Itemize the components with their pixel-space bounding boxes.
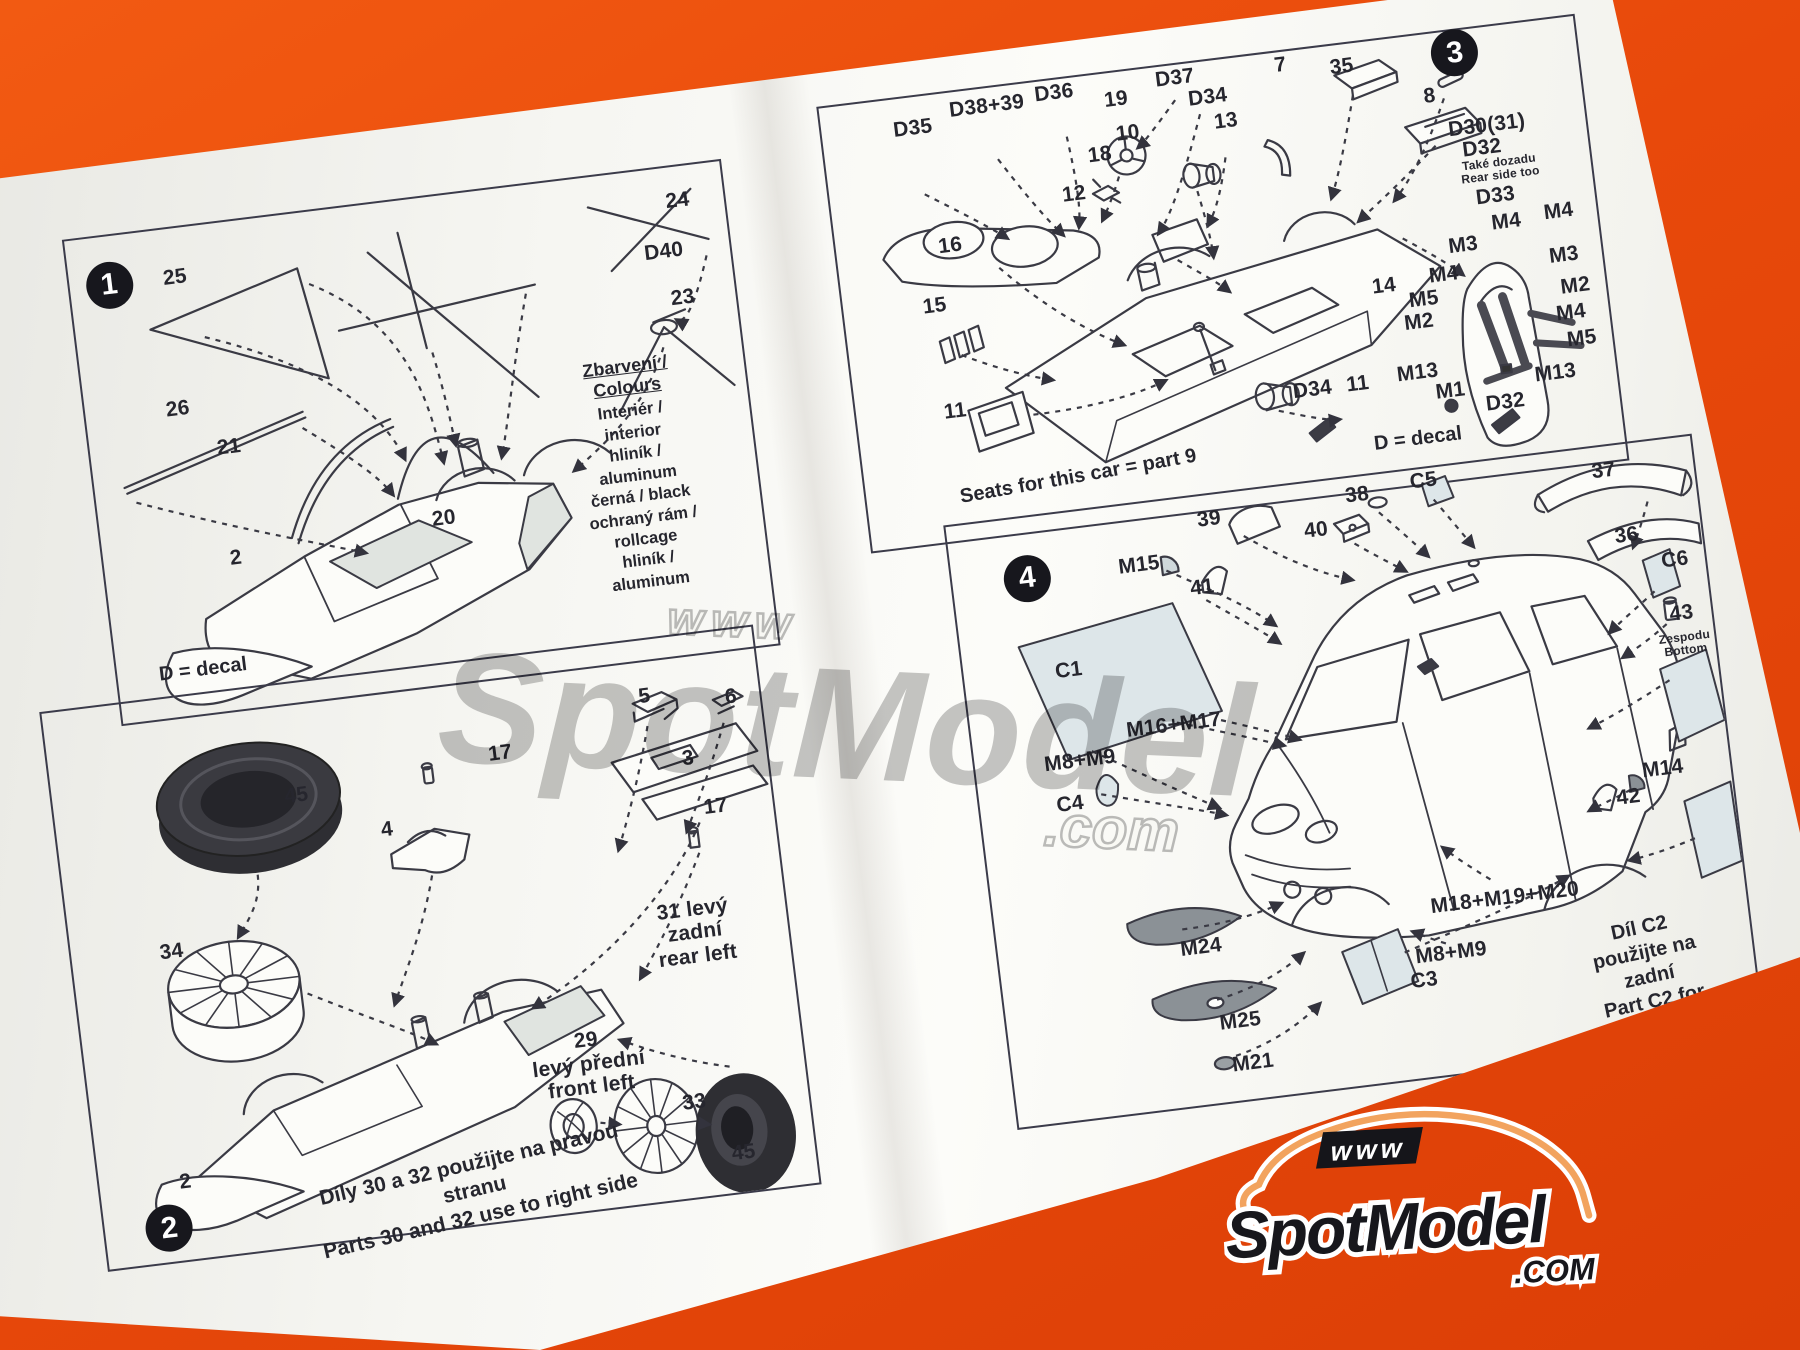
part-label: M14 xyxy=(1640,754,1685,783)
part-label: C4 xyxy=(1055,791,1086,818)
part-label: 8 xyxy=(1422,84,1437,109)
part-label: 16 xyxy=(936,232,964,258)
part-label: D34 xyxy=(1186,82,1229,111)
part-label: 7 xyxy=(1272,53,1288,78)
interior-diagram xyxy=(882,58,1585,464)
part-label: 20 xyxy=(430,504,457,531)
part-label: 17 xyxy=(702,792,729,819)
part-label: D32 xyxy=(1484,387,1527,416)
part-label: 29 levý přední front left xyxy=(531,1027,647,1104)
rollcage-diagram xyxy=(123,187,736,706)
part-label: M8+M9 xyxy=(1414,936,1489,969)
part-label: M2 xyxy=(1559,271,1592,299)
part-label: M1 xyxy=(1434,377,1467,404)
part-label: M8+M9 xyxy=(1042,744,1117,777)
part-label: 42 xyxy=(1615,783,1642,810)
step-number-badge: 4 xyxy=(1001,551,1054,605)
part-label: D36 xyxy=(1033,79,1075,107)
chassis-wheels-diagram xyxy=(155,690,796,1232)
part-label: M4 xyxy=(1427,261,1460,288)
part-label: 13 xyxy=(1212,108,1240,135)
part-label: 35 xyxy=(1328,53,1355,80)
part-label: D33 xyxy=(1474,182,1517,210)
part-label: 37 xyxy=(1590,457,1617,484)
part-label: 6 xyxy=(723,684,739,709)
part-label: 5 xyxy=(637,683,652,709)
part-label: 18 xyxy=(1086,141,1114,168)
part-label: 45 xyxy=(730,1139,757,1165)
spotmodel-logo-graphic: www SpotModel .COM xyxy=(1219,1106,1601,1294)
part-label: 3 xyxy=(680,746,696,771)
logo-com-text: .COM xyxy=(1513,1251,1597,1290)
part-label: 36 xyxy=(1613,521,1640,548)
part-label: M2 xyxy=(1402,309,1436,336)
part-label: M5 xyxy=(1407,285,1440,313)
part-label: 2 xyxy=(177,1168,193,1194)
logo-www-text: www xyxy=(1327,1132,1409,1167)
part-label: 31 levý zadní rear left xyxy=(655,893,739,972)
part-label: 39 xyxy=(1195,506,1223,532)
part-label: C1 xyxy=(1053,657,1084,684)
part-label: M4 xyxy=(1490,208,1523,235)
part-label: 11 xyxy=(942,397,968,424)
part-label: 11 xyxy=(1345,370,1371,397)
part-label: 2 xyxy=(228,545,244,571)
part-label: M21 xyxy=(1230,1048,1275,1077)
part-label: 25 xyxy=(161,263,188,290)
part-label: Zespodu Bottom xyxy=(1657,626,1711,660)
body-shell-diagram xyxy=(1017,462,1744,1071)
part-label: M13 xyxy=(1533,358,1578,387)
part-label: 33 xyxy=(681,1088,708,1115)
step-number-badge: 3 xyxy=(1428,26,1482,80)
part-label: 17 xyxy=(486,740,514,767)
part-label: M18+M19+M20 xyxy=(1429,876,1581,918)
part-label: 21 xyxy=(215,433,243,460)
part-label: M4 xyxy=(1554,299,1588,326)
part-label: D40 xyxy=(642,237,685,265)
part-label: 24 xyxy=(664,187,691,214)
part-label: M4 xyxy=(1542,197,1575,224)
logo-name-text: SpotModel xyxy=(1224,1182,1550,1273)
part-label: 19 xyxy=(1102,85,1130,112)
step-number-badge: 2 xyxy=(143,1202,196,1255)
part-label: M15 xyxy=(1116,550,1161,579)
part-label: M3 xyxy=(1547,241,1580,269)
step-number-badge: 1 xyxy=(83,258,136,312)
part-label: D34 xyxy=(1291,375,1334,404)
part-label: 40 xyxy=(1302,517,1330,544)
part-label: 15 xyxy=(921,292,948,319)
part-label: M13 xyxy=(1395,357,1440,386)
spotmodel-logo: www SpotModel .COM xyxy=(1217,1080,1632,1321)
part-label: 45 xyxy=(283,782,310,808)
part-label: 4 xyxy=(379,816,395,842)
part-label: C5 xyxy=(1408,467,1439,494)
part-label: M25 xyxy=(1218,1007,1263,1036)
part-label: C6 xyxy=(1659,546,1690,573)
part-label: D35 xyxy=(891,114,934,143)
part-label: 14 xyxy=(1370,273,1398,299)
part-label: 12 xyxy=(1060,180,1088,207)
part-label: 23 xyxy=(669,284,696,311)
colour-legend-lines: Interiér / interior hliník / aluminum če… xyxy=(588,398,699,596)
part-label: 41 xyxy=(1188,574,1216,600)
part-label: 34 xyxy=(158,938,185,965)
logo-car-icon xyxy=(1239,1110,1593,1223)
part-label: D38+39 xyxy=(947,89,1026,122)
part-label: M5 xyxy=(1565,324,1598,352)
part-label: 10 xyxy=(1114,120,1142,147)
part-label: 43 xyxy=(1668,600,1695,627)
part-label: M3 xyxy=(1447,231,1480,259)
part-label: 26 xyxy=(164,395,191,422)
part-label: 38 xyxy=(1343,481,1371,508)
part-label: C3 xyxy=(1409,967,1440,994)
part-label: M24 xyxy=(1179,932,1223,961)
part-label: M16+M17 xyxy=(1124,707,1223,742)
